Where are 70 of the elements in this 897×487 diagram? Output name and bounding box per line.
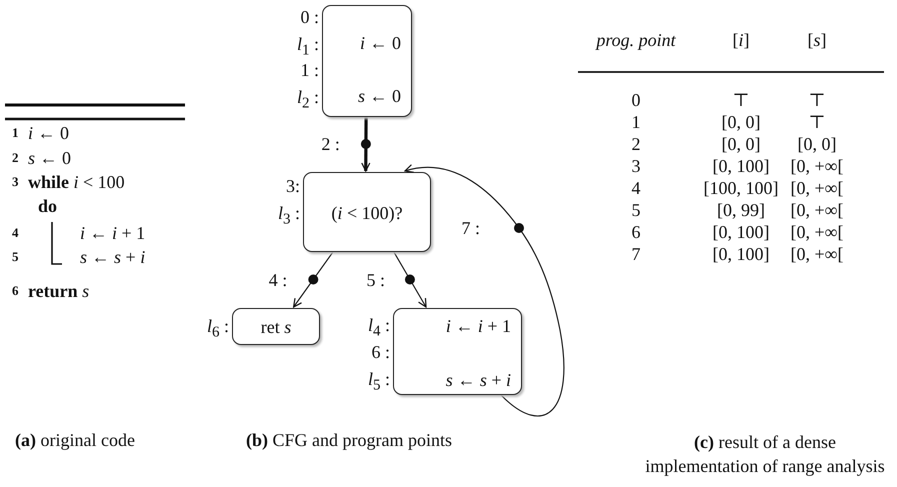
label-text: l$_{4}$ : <box>368 315 390 342</box>
edge-label: 4 : <box>268 270 288 290</box>
line-number: 5 <box>12 249 18 265</box>
table-cell-text: 3 <box>630 156 642 176</box>
line-number: 6 <box>12 283 18 299</box>
code-line: i ← 0 <box>28 123 70 143</box>
line-number: 1 <box>12 125 18 141</box>
table-cell-text: 6 <box>630 222 642 242</box>
table-cell-text: [0, +∞[ <box>790 244 844 264</box>
code-line: s ← 0 <box>28 148 72 168</box>
table-header: prog. point <box>594 30 677 50</box>
table-cell-text: [0, 100] <box>712 156 770 176</box>
label-text: 0 : <box>300 7 319 27</box>
table-cell-text: [0, 0] <box>720 112 762 132</box>
line-number: 4 <box>12 225 18 241</box>
statement-text: i ← i + 1 <box>446 316 511 336</box>
table-cell-text: [0, 0] <box>796 134 838 154</box>
caption: (a) original code <box>15 430 135 450</box>
statement-text: (i < 100)? <box>331 203 403 223</box>
process-box <box>393 308 522 395</box>
table-cell-text: 2 <box>630 134 642 154</box>
table-cell-text: 5 <box>630 200 642 220</box>
edge-label: 2 : <box>321 134 340 154</box>
label-text: 1 : <box>300 60 319 80</box>
table-cell-text: [100, 100] <box>702 178 780 198</box>
code-line: do <box>38 196 58 216</box>
line-number: 3 <box>12 174 18 190</box>
table-cell-text: ⊤ <box>732 90 750 110</box>
process-box <box>303 172 431 252</box>
process-box <box>232 308 320 345</box>
arrow <box>293 252 334 308</box>
label-text: l$_{5}$ : <box>368 369 390 396</box>
table-header: [s] <box>806 30 828 50</box>
table-cell-text: [0, 99] <box>716 200 766 220</box>
label-text: 6 : <box>371 342 390 362</box>
statement-text: ret s <box>260 317 292 337</box>
table-cell-text: ⊤ <box>808 112 826 132</box>
label-text: l$_{3}$ : <box>278 203 300 230</box>
caption: (c) result of a dense implementation of range analysis <box>644 431 886 478</box>
table-cell-text: [0, 100] <box>712 222 770 242</box>
table-cell-text: ⊤ <box>808 90 826 110</box>
table-cell-text: 7 <box>630 244 642 264</box>
table-cell-text: [0, +∞[ <box>790 222 844 242</box>
table-cell-text: [0, +∞[ <box>790 200 844 220</box>
arrow <box>393 252 427 308</box>
arrow <box>361 116 370 172</box>
label-text: l$_{2}$ : <box>296 87 319 114</box>
process-box <box>322 5 412 117</box>
table-cell-text: 4 <box>630 178 642 198</box>
line-number: 2 <box>12 150 18 166</box>
table-header: [i] <box>731 30 750 50</box>
label-text: l$_{1}$ : <box>296 34 319 61</box>
table-cell-text: [0, 0] <box>720 134 762 154</box>
table-cell-text: [0, +∞[ <box>790 156 844 176</box>
edge-label: 5 : <box>366 270 385 290</box>
caption: (b) CFG and program points <box>246 430 452 450</box>
table-cell-text: 0 <box>630 90 642 110</box>
edge-label: 7 : <box>461 218 480 238</box>
table-cell-text: [0, 100] <box>712 244 770 264</box>
statement-text: s ← 0 <box>358 86 401 106</box>
code-line: while i < 100 <box>28 172 125 192</box>
label-text: 3: <box>286 176 300 196</box>
code-line: return s <box>28 281 90 301</box>
statement-text: i ← 0 <box>360 33 401 53</box>
code-line: s ← s + i <box>80 247 146 267</box>
code-line: i ← i + 1 <box>80 223 146 243</box>
arrow <box>404 164 564 416</box>
table-cell-text: 1 <box>630 112 642 132</box>
label-text: l$_{6}$ : <box>206 316 229 343</box>
statement-text: s ← s + i <box>446 370 511 390</box>
